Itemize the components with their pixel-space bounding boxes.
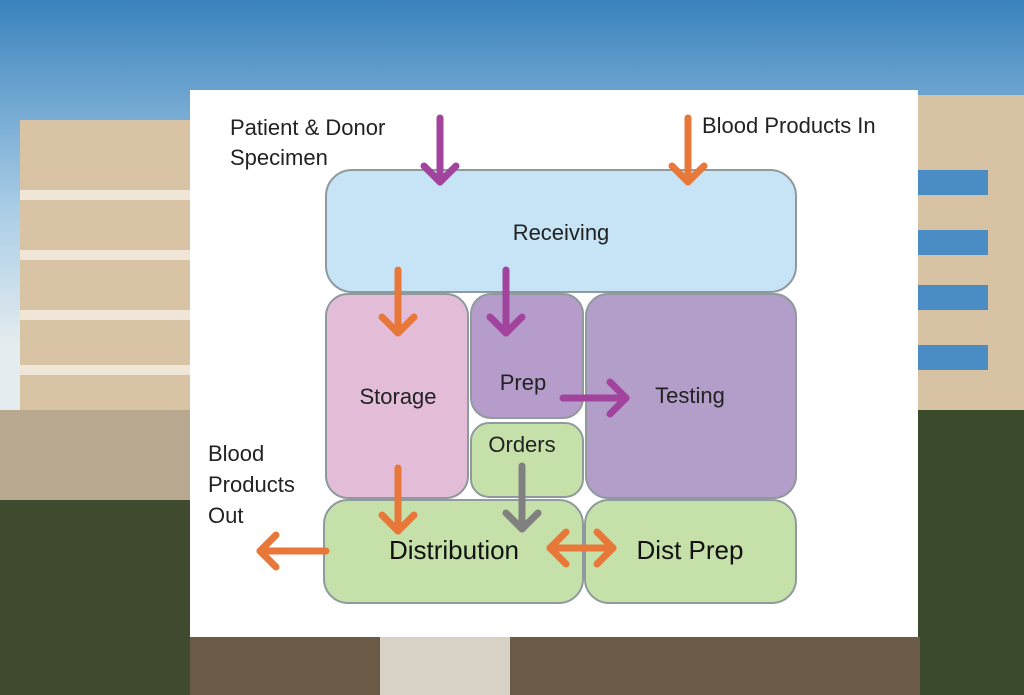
prep-to-testing-arrow — [559, 378, 630, 418]
receiving-to-storage-arrow — [378, 266, 418, 337]
distribution-distprep-arrow — [546, 528, 617, 568]
blood-out-label-line2: Products — [208, 472, 295, 497]
blood-in-arrow — [668, 114, 708, 186]
orders-label: Orders — [488, 432, 555, 457]
specimen-in-arrow — [420, 114, 460, 186]
orders-box — [470, 422, 584, 498]
blood-out-label-line3: Out — [208, 503, 243, 528]
blood-out-label-line1: Blood — [208, 441, 264, 466]
specimen-label-line1: Patient & Donor — [230, 115, 385, 140]
storage-label: Storage — [359, 384, 436, 409]
dist-prep-label: Dist Prep — [637, 535, 744, 565]
prep-label: Prep — [500, 370, 546, 395]
blood-out-arrow — [256, 531, 330, 571]
receiving-label: Receiving — [513, 220, 610, 245]
storage-to-distribution-arrow — [378, 464, 418, 535]
blood-in-label: Blood Products In — [702, 113, 876, 138]
testing-label: Testing — [655, 383, 725, 408]
distribution-label: Distribution — [389, 535, 519, 565]
specimen-label-line2: Specimen — [230, 145, 328, 170]
receiving-to-prep-arrow — [486, 266, 526, 337]
receiving-box — [325, 169, 797, 293]
orders-to-distribution-arrow — [502, 462, 542, 533]
